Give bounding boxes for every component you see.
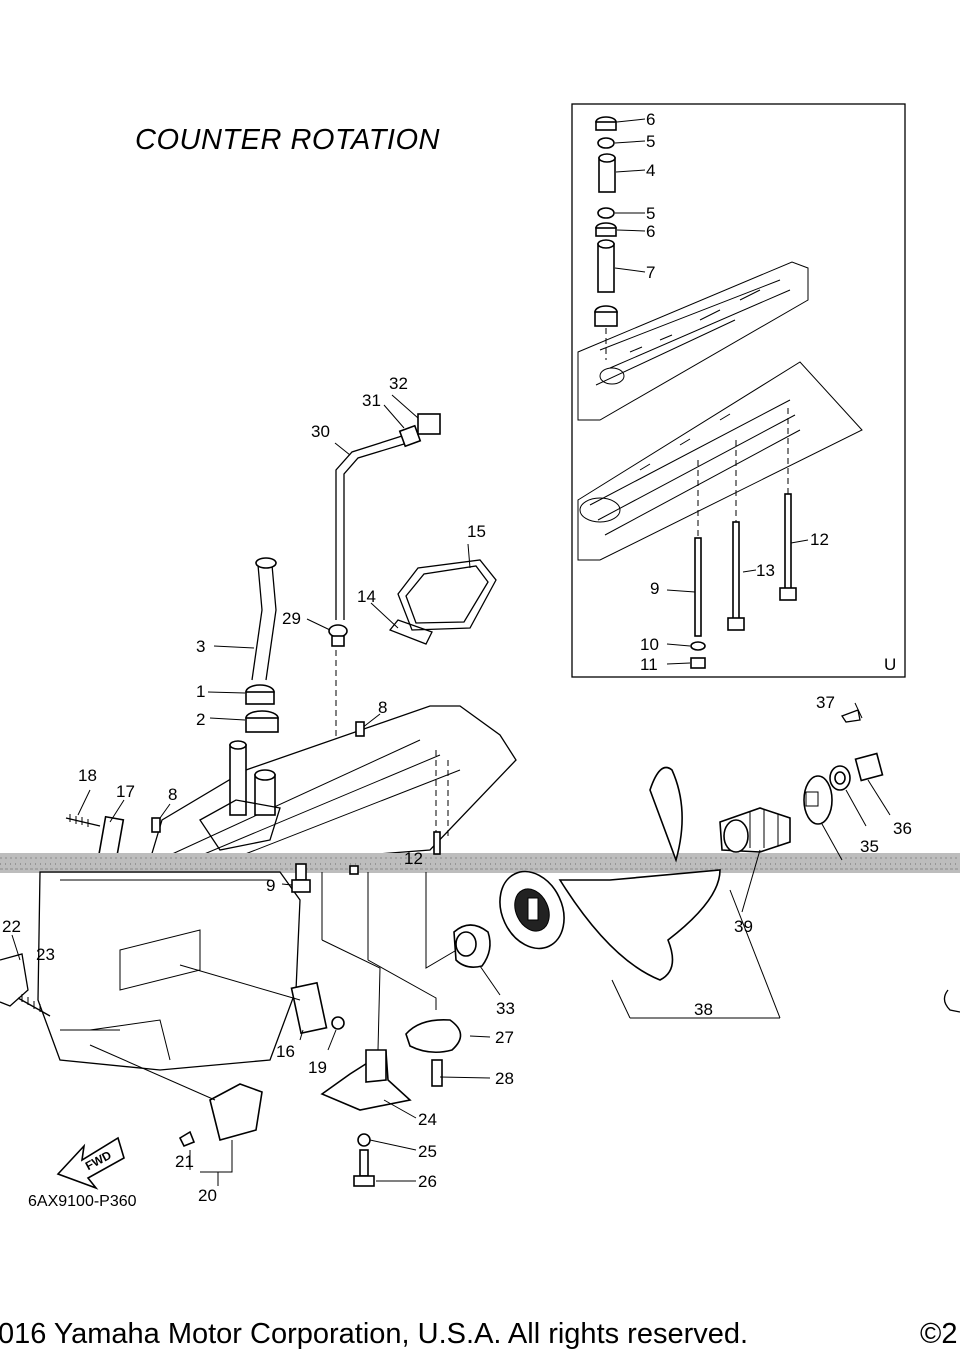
callout-12: 12	[404, 849, 423, 868]
copyright-notice: 016 Yamaha Motor Corporation, U.S.A. All…	[0, 1318, 749, 1350]
inset-stack-parts	[594, 116, 618, 327]
callout-6: 6	[646, 222, 655, 241]
callout-5: 5	[646, 132, 655, 151]
callout-3: 3	[196, 637, 205, 656]
callout-13: 13	[756, 561, 775, 580]
callout-18: 18	[78, 766, 97, 785]
callout-6: 6	[646, 110, 655, 129]
lower-bolts	[281, 831, 441, 893]
callout-27: 27	[495, 1028, 514, 1047]
water-tube-parts	[245, 413, 441, 733]
upper-leaders	[207, 394, 471, 729]
lower-case-lower	[0, 871, 960, 1071]
callout-29: 29	[282, 609, 301, 628]
inset-leaders	[605, 118, 646, 360]
fwd-arrow	[56, 1136, 125, 1190]
callout-2: 2	[196, 710, 205, 729]
callout-7: 7	[646, 263, 655, 282]
inset-upper-casing	[577, 261, 809, 421]
callout-17: 17	[116, 782, 135, 801]
callout-16: 16	[276, 1042, 295, 1061]
callout-22: 22	[2, 917, 21, 936]
callout-36: 36	[893, 819, 912, 838]
diagram-code: 6AX9100-P360	[28, 1193, 137, 1210]
callout-20: 20	[198, 1186, 217, 1205]
callout-28: 28	[495, 1069, 514, 1088]
gaskets	[388, 559, 497, 645]
callout-9: 9	[266, 876, 275, 895]
callout-26: 26	[418, 1172, 437, 1191]
center-lower-parts	[320, 872, 501, 1187]
callout-10: 10	[640, 635, 659, 654]
callout-33: 33	[496, 999, 515, 1018]
scan-artifact-texture	[0, 857, 960, 870]
callout-32: 32	[389, 374, 408, 393]
callout-1: 1	[196, 682, 205, 701]
anode-parts-lower	[11, 934, 345, 1186]
diagram-title: COUNTER ROTATION	[135, 124, 440, 156]
scan-artifact-band	[0, 853, 960, 873]
callout-8: 8	[378, 698, 387, 717]
callout-14: 14	[357, 587, 376, 606]
inset-studs	[666, 408, 809, 669]
callout-24: 24	[418, 1110, 437, 1129]
callout-4: 4	[646, 161, 655, 180]
callout-11: 11	[640, 655, 658, 674]
callout-35: 35	[860, 837, 879, 856]
callout-38: 38	[694, 1000, 713, 1019]
callout-5: 5	[646, 204, 655, 223]
callout-19: 19	[308, 1058, 327, 1077]
callout-15: 15	[467, 522, 486, 541]
prop-hardware	[719, 702, 891, 913]
callout-31: 31	[362, 391, 381, 410]
inset-lower-casing	[577, 361, 863, 561]
callout-21: 21	[175, 1152, 194, 1171]
callout-labels: 6 5 4 5 6 7 12 13 9 10 11 32 31 30 15 14…	[2, 110, 912, 1205]
callout-37: 37	[816, 693, 835, 712]
callout-8: 8	[168, 785, 177, 804]
callout-12: 12	[810, 530, 829, 549]
callout-23: 23	[36, 945, 55, 964]
callout-39: 39	[734, 917, 753, 936]
callout-9: 9	[650, 579, 659, 598]
propeller	[499, 766, 781, 1019]
callout-30: 30	[311, 422, 330, 441]
callout-25: 25	[418, 1142, 437, 1161]
copyright-suffix: ©2	[920, 1318, 958, 1350]
inset-frame	[571, 103, 906, 678]
inset-marker: U	[884, 655, 896, 674]
